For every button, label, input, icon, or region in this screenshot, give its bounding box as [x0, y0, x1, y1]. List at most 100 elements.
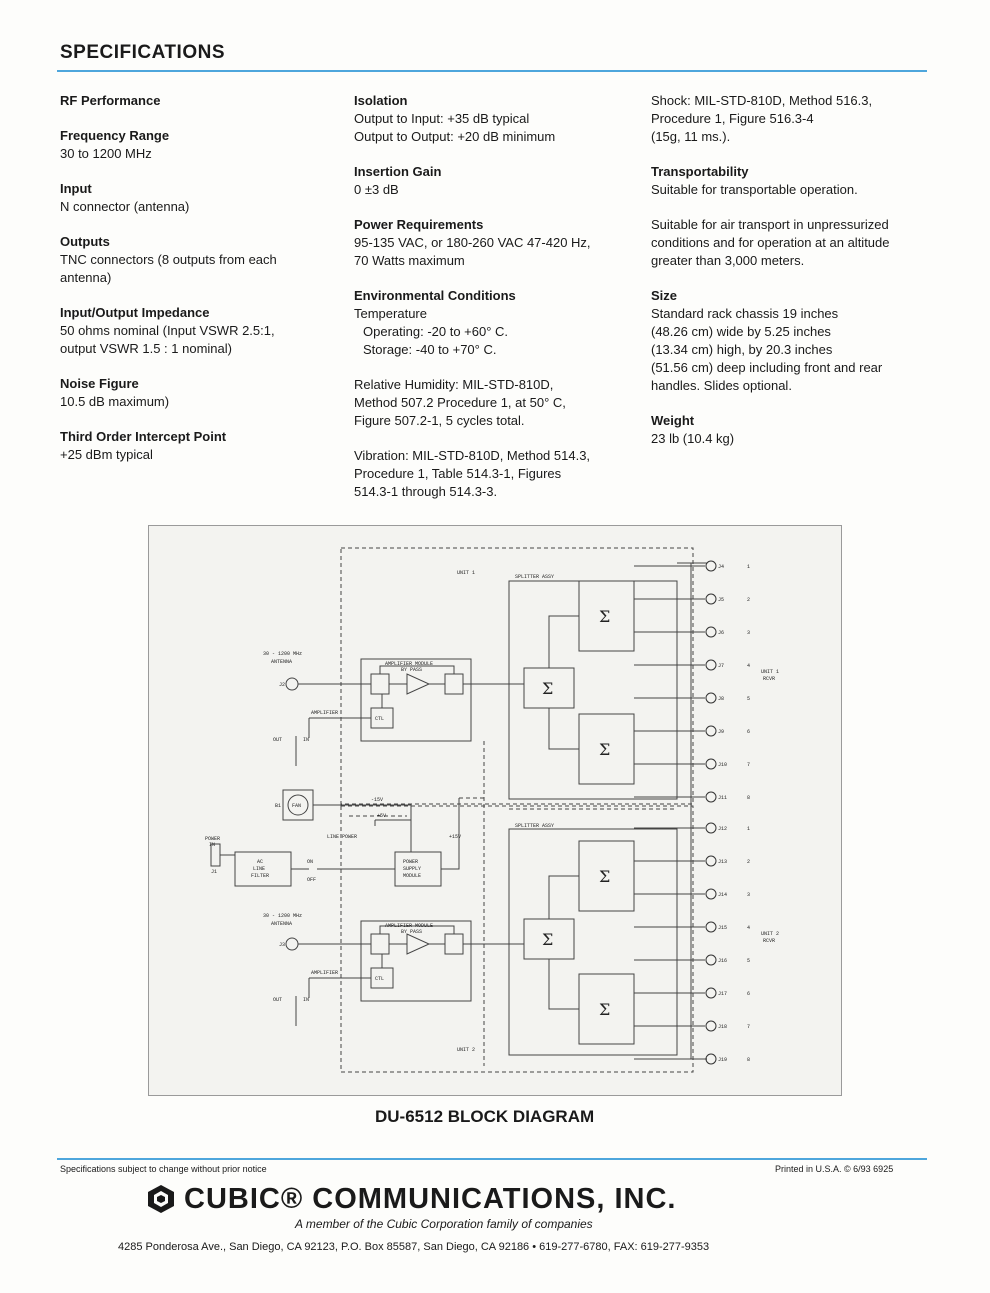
sigma-2: Σ — [599, 607, 610, 626]
antenna-label-1: 30 - 1200 MHz — [263, 651, 302, 657]
filter-label-3: FILTER — [251, 873, 269, 879]
filter-label-1: AC — [257, 859, 263, 865]
jack-label: J17 — [718, 991, 727, 997]
sigma-6: Σ — [599, 1000, 610, 1019]
splitter-assy-2 — [508, 828, 678, 1056]
spec-title: Transportability — [651, 164, 749, 179]
spec-section: Noise Figure 10.5 dB maximum) — [60, 375, 330, 411]
company-logo-icon — [146, 1184, 176, 1214]
output-jack-icon — [705, 855, 717, 867]
fan-label: FAN — [292, 803, 301, 809]
antenna-label-2: 30 - 1200 MHz — [263, 913, 302, 919]
output-number: 5 — [747, 958, 750, 964]
unit2-label: UNIT 2 — [457, 1047, 475, 1053]
output-jack-icon — [705, 822, 717, 834]
unit1-rcvr-2: RCVR — [763, 676, 775, 682]
amp-module-sub-1: BY PASS — [401, 667, 422, 673]
amplifier-label-1: AMPLIFIER — [311, 710, 338, 716]
spec-line: Procedure 1, Table 514.3-1, Figures — [354, 466, 562, 481]
unit1-label: UNIT 1 — [457, 570, 475, 576]
antenna-jack-2-icon — [285, 937, 299, 951]
company-tagline: A member of the Cubic Corporation family… — [295, 1217, 593, 1231]
spec-line: Operating: -20 to +60° C. — [363, 324, 509, 339]
spec-title: Noise Figure — [60, 376, 139, 391]
switch-label: ON — [307, 859, 313, 865]
jack-label: J8 — [718, 696, 724, 702]
filter-label-2: LINE — [253, 866, 265, 872]
ctl-label-2: CTL — [375, 976, 384, 982]
output-number: 8 — [747, 795, 750, 801]
output-jack-icon — [705, 659, 717, 671]
output-number: 5 — [747, 696, 750, 702]
spec-line: output VSWR 1.5 : 1 nominal) — [60, 341, 232, 356]
spec-title: Weight — [651, 413, 695, 428]
voltage-plus5: +5V — [377, 813, 386, 819]
amp-module-1 — [360, 658, 472, 742]
page-heading: SPECIFICATIONS — [60, 42, 225, 63]
spec-title: Input — [60, 181, 92, 196]
out-label-1: OUT — [273, 737, 282, 743]
ctl-label-1: CTL — [375, 716, 384, 722]
output-number: 7 — [747, 762, 750, 768]
spec-line: 0 ±3 dB — [354, 182, 399, 197]
spec-line: +25 dBm typical — [60, 447, 153, 462]
output-jack-icon — [705, 791, 717, 803]
company-address: 4285 Ponderosa Ave., San Diego, CA 92123… — [118, 1241, 710, 1253]
spec-line: 10.5 dB maximum) — [60, 394, 170, 409]
output-number: 1 — [747, 564, 750, 570]
output-number: 3 — [747, 892, 750, 898]
amp-module-label-1: AMPLIFIER MODULE — [385, 661, 433, 667]
unit2-rcvr-2: RCVR — [763, 938, 775, 944]
sigma-3: Σ — [599, 740, 610, 759]
splitter-label-1: SPLITTER ASSY — [515, 574, 554, 580]
spec-line: (48.26 cm) wide by 5.25 inches — [651, 324, 831, 339]
spec-line: N connector (antenna) — [60, 199, 190, 214]
company-name: CUBIC® COMMUNICATIONS, INC. — [184, 1183, 677, 1215]
output-number: 4 — [747, 925, 750, 931]
jack-label: J19 — [718, 1057, 727, 1063]
output-number: 3 — [747, 630, 750, 636]
output-jack-icon — [705, 626, 717, 638]
output-jack-icon — [705, 758, 717, 770]
spec-line: greater than 3,000 meters. — [651, 253, 805, 268]
power-in-label: POWER — [205, 836, 220, 842]
jack-label: J11 — [718, 795, 727, 801]
spec-line: Relative Humidity: MIL-STD-810D, — [354, 377, 554, 392]
spec-line: (51.56 cm) deep including front and rear — [651, 360, 883, 375]
out-label-2: OUT — [273, 997, 282, 1003]
switch-sub: OFF — [307, 877, 316, 883]
jack-label: J10 — [718, 762, 727, 768]
heading-rule — [57, 70, 927, 72]
output-jack-icon — [705, 921, 717, 933]
spec-line: (15g, 11 ms.). — [651, 129, 731, 144]
input-jack-1: J2 — [279, 682, 285, 688]
spec-title: Outputs — [60, 234, 110, 249]
spec-line: (13.34 cm) high, by 20.3 inches — [651, 342, 833, 357]
output-jack-icon — [705, 725, 717, 737]
antenna-jack-1-icon — [285, 677, 299, 691]
line-power-label: LINE POWER — [327, 834, 357, 840]
output-jack-icon — [705, 954, 717, 966]
fan-icon — [287, 794, 309, 816]
spec-line: 95-135 VAC, or 180-260 VAC 47-420 Hz, — [354, 235, 591, 250]
unit1-rcvr-1: UNIT 1 — [761, 669, 779, 675]
jack-label: J18 — [718, 1024, 727, 1030]
amp-triangle-1 — [406, 673, 431, 695]
psu-label-1: POWER — [403, 859, 418, 865]
jack-label: J9 — [718, 729, 724, 735]
spec-line: 70 Watts maximum — [354, 253, 465, 268]
spec-line: handles. Slides optional. — [651, 378, 792, 393]
spec-line: 50 ohms nominal (Input VSWR 2.5:1, — [60, 323, 275, 338]
jack-label: J4 — [718, 564, 724, 570]
spec-line: TNC connectors (8 outputs from each — [60, 252, 277, 267]
sigma-1: Σ — [542, 679, 553, 698]
